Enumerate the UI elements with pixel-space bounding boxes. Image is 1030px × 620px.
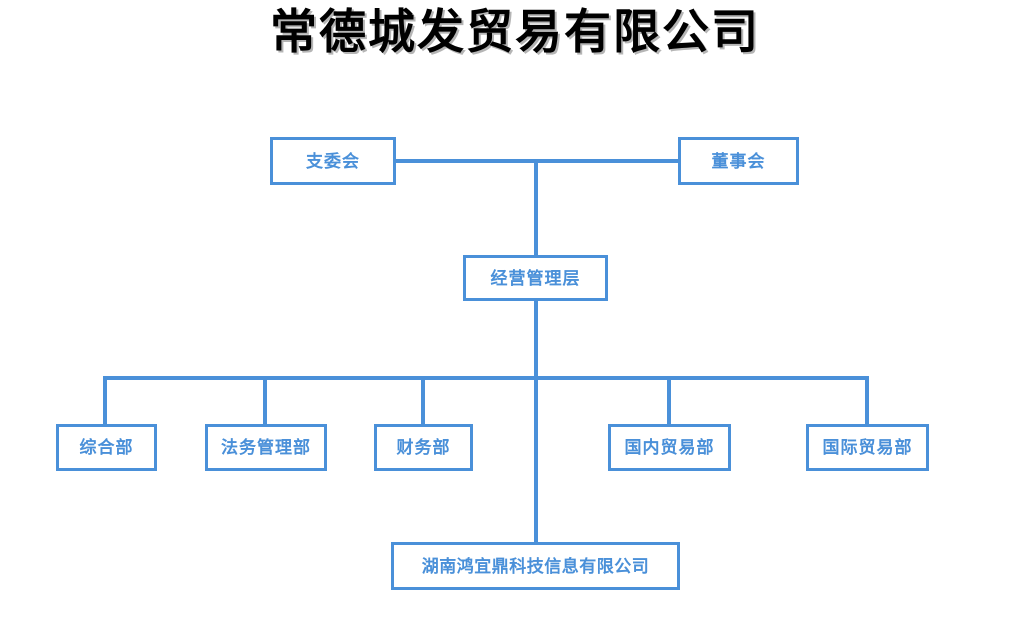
node-subsidiary-company[interactable]: 湖南鸿宜鼎科技信息有限公司: [391, 542, 680, 590]
node-label: 湖南鸿宜鼎科技信息有限公司: [421, 556, 650, 576]
node-label: 法务管理部: [221, 438, 311, 457]
node-department-finance[interactable]: 财务部: [374, 424, 473, 471]
node-label: 国内贸易部: [624, 438, 715, 457]
node-label: 经营管理层: [490, 268, 581, 288]
node-board-of-directors[interactable]: 董事会: [678, 137, 799, 185]
node-management-layer[interactable]: 经营管理层: [463, 255, 608, 301]
node-label: 国际贸易部: [822, 438, 913, 457]
node-label: 财务部: [396, 438, 451, 457]
node-party-committee[interactable]: 支委会: [270, 137, 396, 185]
node-department-domestic-trade[interactable]: 国内贸易部: [608, 424, 731, 471]
node-label: 董事会: [711, 151, 766, 171]
node-label: 支委会: [306, 151, 360, 171]
node-department-comprehensive[interactable]: 综合部: [56, 424, 157, 471]
node-department-legal-affairs[interactable]: 法务管理部: [205, 424, 327, 471]
node-department-international-trade[interactable]: 国际贸易部: [806, 424, 929, 471]
node-label: 综合部: [79, 438, 134, 457]
page-title: 常德城发贸易有限公司: [270, 7, 760, 59]
